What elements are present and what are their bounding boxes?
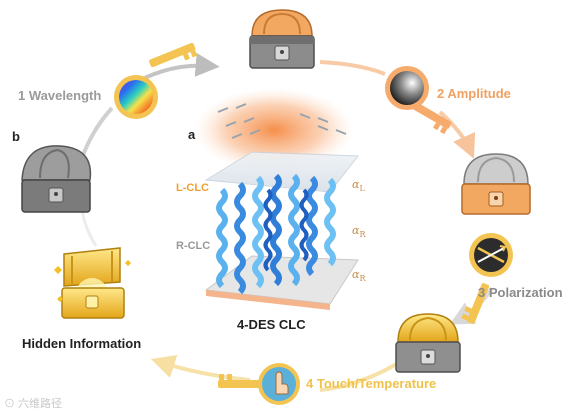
treasure-chest-icon (21, 145, 92, 213)
cycle-path (80, 52, 494, 392)
treasure-chest-icon (395, 313, 461, 373)
path-chest-to-touch (319, 360, 402, 392)
hidden-information-label: Hidden Information (22, 336, 142, 351)
open-treasure-chest-icon (54, 247, 131, 319)
r-clc-label: R-CLC (176, 240, 211, 252)
step-touch-temperature-label: 4 Touch/Temperature (306, 376, 437, 391)
rainbow-gradient-disk-icon (114, 75, 158, 119)
key-icon (218, 374, 264, 388)
alpha-r-label-bottom: αR (352, 268, 366, 284)
path-touch-to-hidden (150, 355, 251, 382)
grayscale-disk-icon (385, 66, 429, 110)
panel-label-a: a (188, 127, 196, 142)
helix-icon (216, 173, 336, 295)
path-amplitude-to-chest (438, 110, 476, 159)
path-chest-to-amplitude (319, 60, 386, 76)
treasure-chest-icon (461, 153, 531, 215)
polarization-disk-icon (469, 233, 513, 277)
panel-label-b: b (12, 129, 20, 144)
alpha-r-label-top: αR (352, 224, 366, 240)
path-chest-to-wavelength (80, 106, 114, 159)
watermark: ⊙ 六维路径 (4, 398, 63, 410)
molecule-icons (217, 103, 347, 139)
key-icon (461, 283, 490, 324)
step-polarization-label: 3 Polarization (478, 285, 563, 300)
treasure-chest-icon (249, 9, 315, 69)
light-glow (194, 88, 354, 172)
key-icon (149, 42, 198, 68)
step-wavelength-label: 1 Wavelength (18, 88, 102, 103)
clc-cell (204, 151, 359, 310)
clc-name-label: 4-DES CLC (237, 317, 306, 332)
step-amplitude-label: 2 Amplitude (437, 86, 511, 101)
key-icon (410, 101, 452, 135)
touch-hand-icon (258, 363, 300, 405)
alpha-l-label: αL (352, 178, 365, 194)
l-clc-label: L-CLC (176, 182, 209, 194)
